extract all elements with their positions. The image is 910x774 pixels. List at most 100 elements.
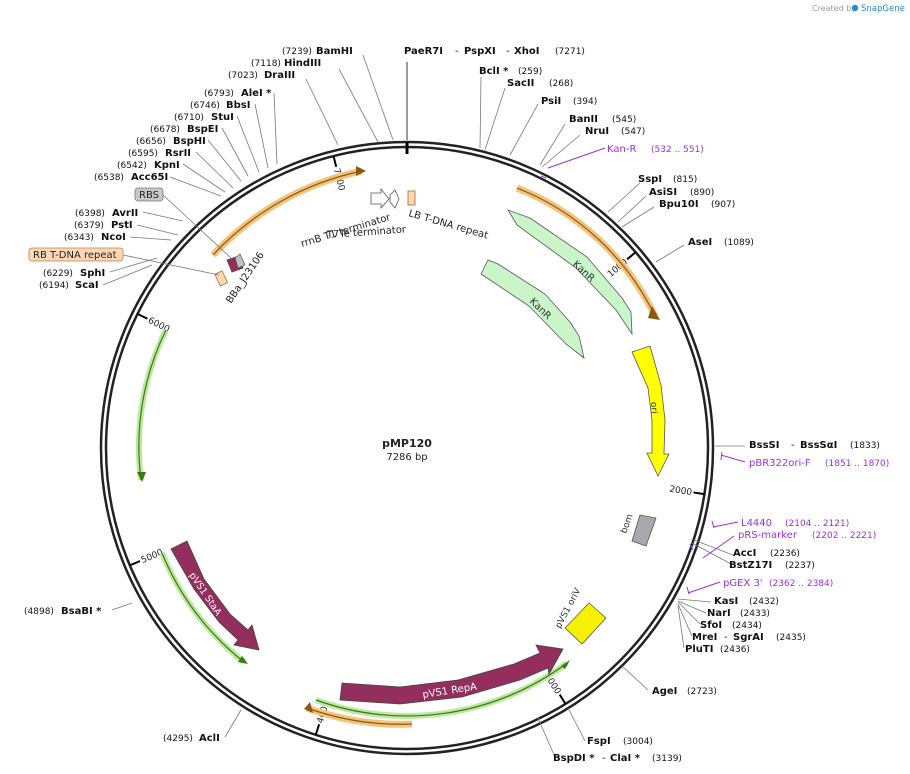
svg-text:BclI *: BclI * [479, 66, 509, 77]
svg-text:(2104 .. 2121): (2104 .. 2121) [785, 519, 849, 529]
enzyme-psii[interactable]: PsiI(394) [541, 96, 597, 107]
svg-text:BstZ17I: BstZ17I [729, 560, 772, 571]
enzyme-banii[interactable]: BanII(545) [569, 114, 636, 125]
svg-text:SfoI: SfoI [700, 620, 722, 631]
svg-text:AgeI: AgeI [652, 686, 677, 697]
svg-text:(2433): (2433) [740, 609, 770, 619]
plasmid-backbone [99, 140, 715, 756]
svg-text:PsiI: PsiI [541, 96, 561, 107]
svg-text:Bpu10I: Bpu10I [659, 199, 699, 210]
enzyme-bspei[interactable]: (6678)BspEI [150, 124, 218, 135]
enzyme-asisi[interactable]: AsiSI(890) [649, 187, 714, 198]
tick-mark [332, 155, 338, 168]
enzyme-sacii[interactable]: SacII (268) [507, 78, 573, 89]
svg-text:ClaI *: ClaI * [610, 753, 641, 764]
svg-text:BspDI *: BspDI * [553, 753, 595, 764]
svg-text:DraIII: DraIII [264, 70, 295, 81]
enzyme-bamhi[interactable]: (7239)BamHI [282, 46, 353, 57]
svg-text:(2432): (2432) [749, 597, 779, 607]
enzyme-paer7i[interactable]: PaeR7I-PspXI-XhoI(7271) [404, 46, 585, 57]
primer-pbr322[interactable]: pBR322ori-F(1851 .. 1870) [749, 458, 889, 469]
feature-kanR-inner[interactable]: KanR [480, 259, 585, 360]
svg-text:PaeR7I: PaeR7I [404, 46, 443, 57]
enzyme-nari[interactable]: NarI(2433) [707, 608, 770, 619]
enzyme-acc65i[interactable]: (6538)Acc65I [94, 172, 168, 183]
orange-line-right [516, 187, 656, 317]
enzyme-rsrii[interactable]: (6595)RsrII [128, 148, 191, 159]
primer-pgex[interactable]: pGEX 3'(2362 .. 2384) [723, 578, 833, 589]
enzyme-sphi[interactable]: (6229)SphI [43, 268, 105, 279]
svg-text:(6678): (6678) [150, 125, 180, 135]
enzyme-kpni[interactable]: (6542)KpnI [117, 160, 180, 171]
enzyme-stui[interactable]: (6710)StuI [174, 112, 234, 123]
svg-text:(259): (259) [518, 67, 542, 77]
feature-rb[interactable]: RB T-DNA repeat [28, 247, 220, 276]
svg-text:(7023): (7023) [228, 71, 258, 81]
feature-lb[interactable]: LB T-DNA repeat [407, 190, 489, 242]
enzyme-scai[interactable]: (6194)ScaI [39, 280, 99, 291]
enzyme-dra[interactable]: (7023) DraIII [228, 70, 295, 81]
enzyme-sfoi[interactable]: SfoI (2434) [700, 620, 762, 631]
enzyme-ncoi[interactable]: (6343)NcoI [64, 232, 126, 243]
primer-prs[interactable]: pRS-marker(2202 .. 2221) [738, 530, 876, 541]
enzyme-alei[interactable]: (6793)AleI * [204, 88, 272, 99]
enzyme-psti[interactable]: (6379)PstI [74, 220, 133, 231]
primer-leaders [540, 147, 746, 595]
green-arrowhead-left [137, 472, 146, 482]
svg-text:-: - [455, 46, 459, 57]
enzyme-bsphi[interactable]: (6656)BspHI [136, 136, 206, 147]
svg-text:(6398): (6398) [75, 209, 105, 219]
enzyme-bspdi[interactable]: BspDI *-ClaI *(3139) [553, 753, 682, 764]
primer-l4440[interactable]: L4440 (2104 .. 2121) [741, 518, 849, 529]
enzyme-acci[interactable]: AccI(2236) [733, 548, 800, 559]
svg-text:(547): (547) [621, 127, 645, 137]
enzyme-pluti[interactable]: PluTI(2436) [685, 644, 750, 655]
primer-kanr[interactable]: Kan-R(532 .. 551) [607, 144, 704, 155]
feature-bba[interactable]: BBa_J23106 [214, 250, 267, 306]
feature-repA[interactable]: pVS1 RepA [339, 644, 564, 705]
svg-text:AccI: AccI [733, 548, 756, 559]
enzyme-asei[interactable]: AseI(1089) [688, 237, 754, 248]
svg-text:(6710): (6710) [174, 113, 204, 123]
svg-text:(268): (268) [549, 79, 573, 89]
svg-text:(6343): (6343) [64, 233, 94, 243]
svg-text:(4295): (4295) [163, 734, 193, 744]
feature-bom[interactable]: bom [619, 513, 657, 547]
enzyme-bpu10i[interactable]: Bpu10I(907) [659, 199, 735, 210]
enzyme-bcli[interactable]: BclI * (259) [479, 66, 542, 77]
enzyme-acli[interactable]: (4295)AclI [163, 733, 220, 744]
svg-text:Acc65I: Acc65I [131, 172, 168, 183]
enzyme-mrei[interactable]: MreI-SgrAI(2435) [692, 632, 806, 643]
svg-text:MreI: MreI [692, 632, 717, 643]
enzyme-agei[interactable]: AgeI(2723) [652, 686, 717, 697]
svg-text:(2434): (2434) [732, 621, 762, 631]
svg-text:(6229): (6229) [43, 269, 73, 279]
feature-rrnB[interactable]: rrnB T1 terminator T7Te terminator [300, 187, 408, 250]
svg-text:(2202 .. 2221): (2202 .. 2221) [812, 531, 876, 541]
enzyme-nrui[interactable]: NruI(547) [585, 126, 645, 137]
enzyme-bsabi[interactable]: (4898)BsaBI * [24, 606, 102, 617]
svg-text:(815): (815) [673, 175, 697, 185]
enzyme-kasi[interactable]: KasI(2432) [714, 596, 779, 607]
enzyme-hindiii[interactable]: (7118)HindIII [251, 58, 321, 69]
enzyme-bbsi[interactable]: (6746)BbsI [190, 100, 250, 111]
feature-oriV[interactable]: pVS1 oriV [554, 586, 607, 645]
feature-ori[interactable]: ori [631, 345, 670, 477]
svg-text:SacII: SacII [507, 78, 534, 89]
svg-text:pBR322ori-F: pBR322ori-F [749, 458, 811, 469]
svg-text:-: - [506, 46, 510, 57]
enzyme-avrii[interactable]: (6398)AvrII [75, 208, 138, 219]
enzyme-sspi[interactable]: SspI(815) [638, 174, 697, 185]
enzyme-bsssi[interactable]: BssSI-BssSαI(1833) [749, 440, 880, 451]
svg-text:BspHI: BspHI [173, 136, 206, 147]
ori-label: ori [648, 402, 658, 414]
lb-label: LB T-DNA repeat [407, 208, 489, 241]
enzyme-fspi[interactable]: FspI(3004) [587, 736, 653, 747]
svg-text:(6379): (6379) [74, 221, 104, 231]
enzyme-bstz17i[interactable]: BstZ17I(2237) [729, 560, 815, 571]
feature-rbs[interactable]: RBS [134, 187, 232, 259]
watermark-brand: SnapGene [861, 4, 905, 14]
svg-text:L4440: L4440 [741, 518, 772, 529]
svg-text:PluTI: PluTI [685, 644, 713, 655]
